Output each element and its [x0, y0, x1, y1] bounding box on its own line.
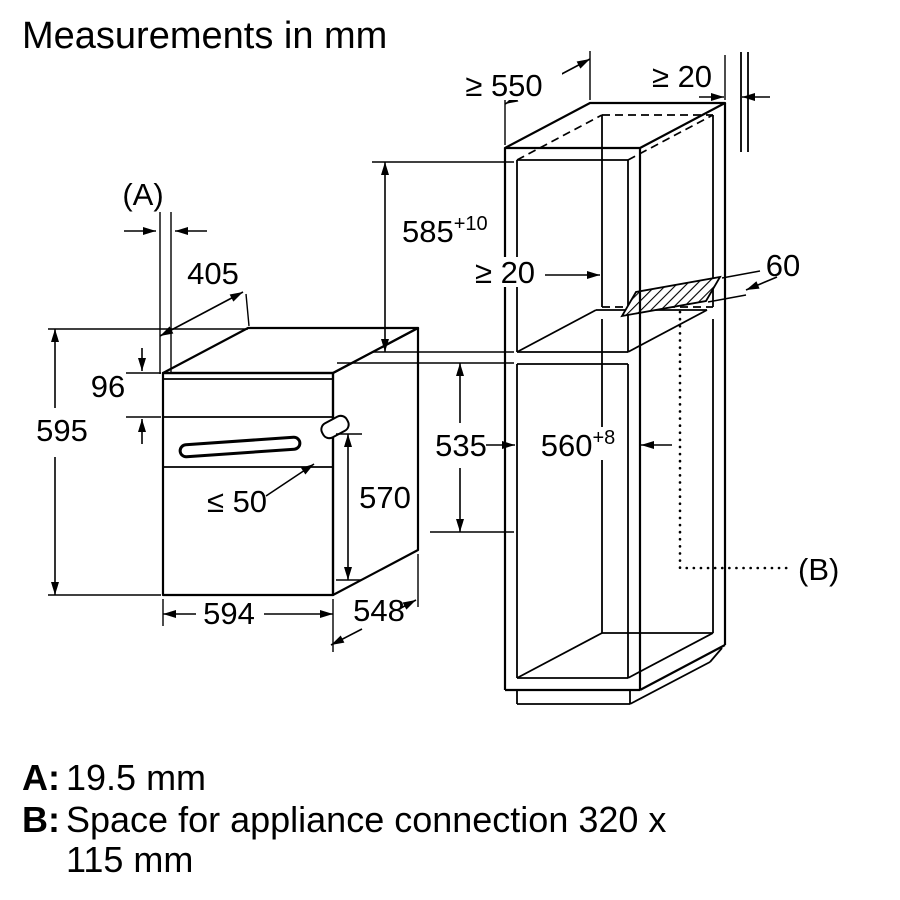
- dim-rear-gap-20-top: [699, 52, 770, 152]
- oven-side-face: [331, 326, 420, 597]
- label-rear-gap-20: ≥ 20: [652, 59, 712, 94]
- dim-vent-gap-20: [463, 257, 600, 287]
- label-535: 535: [435, 428, 487, 463]
- legend-b-value-line2: 115 mm: [66, 839, 193, 880]
- dim-min-550: [448, 51, 591, 145]
- legend-b-key: B:: [22, 799, 60, 840]
- label-ref-a: (A): [122, 177, 163, 212]
- dim-535: [337, 362, 514, 533]
- legend-a-value: 19.5 mm: [66, 757, 206, 798]
- label-594: 594: [203, 596, 255, 631]
- label-595: 595: [36, 413, 88, 448]
- connection-space-leader: [678, 310, 792, 570]
- dim-570: [336, 433, 362, 581]
- label-548: 548: [353, 593, 405, 628]
- dim-548: [330, 554, 419, 646]
- oven-front-face: [161, 371, 335, 597]
- dim-595: [48, 328, 248, 596]
- dim-niche-width-560: [486, 427, 672, 460]
- label-vent-60: 60: [766, 248, 800, 283]
- dim-frame-a: [124, 212, 207, 374]
- oven-drawing: [161, 326, 420, 597]
- legend-b-value-line1: Space for appliance connection 320 x: [66, 799, 666, 840]
- cabinet-drawing: [503, 101, 792, 705]
- label-570: 570: [359, 480, 411, 515]
- legend: A: 19.5 mm B: Space for appliance connec…: [22, 757, 666, 880]
- cabinet-outer-edges: [503, 101, 727, 692]
- dim-niche-height-585: [372, 161, 514, 353]
- label-96: 96: [91, 369, 125, 404]
- cabinet-interior-lines: [516, 115, 723, 705]
- label-min-550: ≥ 550: [465, 68, 542, 103]
- vent-cutout-hatch: [620, 275, 722, 318]
- label-ref-b: (B): [798, 552, 839, 587]
- label-handle-50: ≤ 50: [207, 484, 267, 519]
- label-vent-gap-20: ≥ 20: [475, 255, 535, 290]
- dim-vent-60: [707, 270, 778, 303]
- dim-96: [126, 348, 161, 444]
- dim-594: [162, 599, 334, 652]
- dim-handle-50: [265, 463, 315, 497]
- legend-a-key: A:: [22, 757, 60, 798]
- oven-handle: [178, 435, 302, 459]
- label-niche-height-585: 585+10: [402, 213, 488, 249]
- oven-top-face: [161, 326, 420, 375]
- label-niche-width-560: 560+8: [541, 427, 616, 463]
- label-405: 405: [187, 256, 239, 291]
- page-title: Measurements in mm: [22, 15, 387, 57]
